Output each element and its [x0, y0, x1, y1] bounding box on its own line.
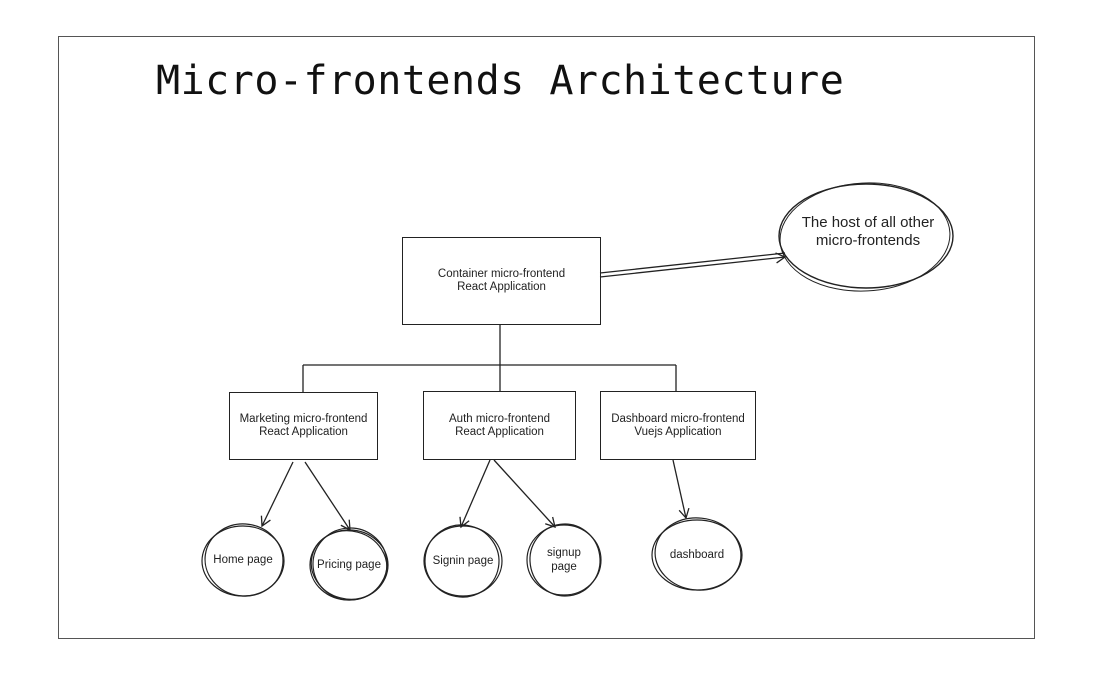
arrow-to-dashboard: [672, 459, 690, 520]
host-note-label: The host of all other micro-frontends: [780, 214, 956, 250]
tree-connector: [302, 324, 677, 392]
arrow-to-pricing: [304, 461, 351, 532]
arrow-to-home: [260, 461, 294, 528]
diagram-frame: [58, 36, 1035, 639]
pricing-page-label: Pricing page: [317, 559, 381, 571]
auth-box-line2: React Application: [455, 425, 544, 438]
arrow-to-signin: [459, 459, 491, 529]
dashboard-box-line2: Vuejs Application: [634, 425, 722, 438]
pricing-page-circle: [309, 527, 389, 601]
signup-line2: page: [551, 561, 577, 573]
marketing-box-line1: Marketing micro-frontend: [239, 413, 368, 425]
host-note-ellipse: [778, 183, 954, 289]
diagram-title: Micro-frontends Architecture: [156, 58, 845, 104]
arrow-to-signup: [493, 459, 556, 528]
signup-line1: signup: [547, 547, 581, 559]
host-note-line1: The host of all other: [801, 214, 935, 231]
marketing-box-line2: React Application: [259, 426, 348, 438]
signin-page-label: Signin page: [432, 555, 494, 567]
container-micro-frontend-box: Container micro-frontend React Applicati…: [402, 237, 601, 325]
marketing-micro-frontend-box: Marketing micro-frontend React Applicati…: [229, 392, 378, 460]
container-to-host-arrow: [599, 252, 786, 274]
dashboard-micro-frontend-box: Dashboard micro-frontend Vuejs Applicati…: [600, 391, 756, 460]
container-box-line1: Container micro-frontend: [437, 268, 566, 280]
auth-micro-frontend-box: Auth micro-frontend React Application: [423, 391, 576, 460]
signup-page-label: signup page: [528, 540, 600, 580]
signup-page-circle: [526, 523, 602, 597]
auth-box-line1: Auth micro-frontend: [449, 412, 550, 425]
home-page-circle: [201, 523, 285, 597]
dashboard-page-label: dashboard: [669, 549, 725, 561]
signin-page-circle: [423, 524, 503, 598]
host-note-line2: micro-frontends: [815, 232, 921, 249]
container-box-line2: React Application: [457, 281, 546, 293]
dashboard-circle: [651, 517, 743, 591]
dashboard-box-line1: Dashboard micro-frontend: [611, 412, 745, 425]
home-page-label: Home page: [213, 554, 273, 566]
